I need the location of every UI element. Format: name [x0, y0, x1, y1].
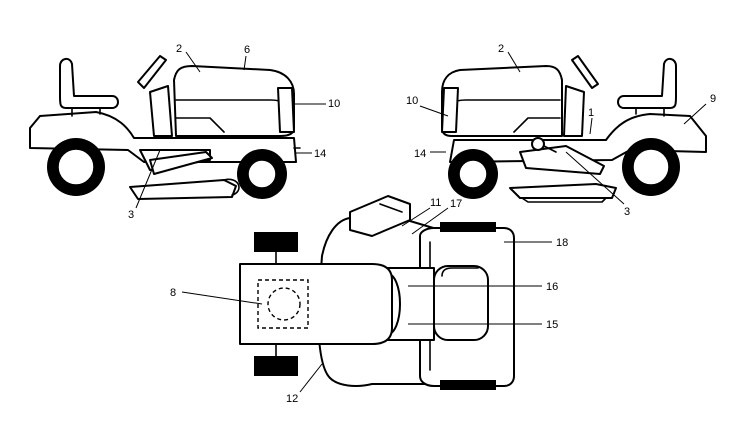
callout-11: 11: [430, 197, 441, 209]
callout-9-right: 9: [710, 93, 716, 105]
steering-column: [149, 85, 173, 137]
mower-deck: [509, 183, 617, 199]
callout-14-right: 14: [414, 148, 426, 160]
callout-8: 8: [170, 287, 176, 299]
hood-top: [239, 263, 393, 345]
seat: [617, 58, 677, 109]
callout-2-right: 2: [498, 43, 504, 55]
tractor-left-side-view: 2 6 10 14 3: [29, 43, 340, 221]
callout-10-right: 10: [406, 95, 418, 107]
callout-15: 15: [546, 319, 558, 331]
callout-2-left: 2: [176, 43, 182, 55]
callout-3-right: 3: [624, 206, 630, 218]
callout-3-left: 3: [128, 209, 134, 221]
callout-6-left: 6: [244, 44, 250, 56]
callout-18: 18: [556, 237, 568, 249]
mower-deck: [129, 179, 237, 200]
callout-12: 12: [286, 393, 298, 405]
callout-17: 17: [450, 198, 462, 210]
steering-wheel-top: [349, 195, 411, 237]
front-right-wheel: [254, 356, 298, 376]
grill-panel: [277, 87, 295, 133]
rear-fender: [29, 111, 297, 163]
seat: [59, 58, 119, 109]
pedal-knob: [531, 137, 545, 151]
steering-column: [563, 85, 585, 137]
rear-right-wheel: [440, 380, 496, 390]
callout-1-right: 1: [588, 107, 594, 119]
grill-panel: [441, 87, 459, 133]
steering-wheel: [571, 55, 599, 89]
tractor-right-side-view: 2 1 9 10 14 3: [406, 43, 716, 218]
callout-16: 16: [546, 281, 558, 293]
engine-outline: [257, 279, 309, 329]
steering-wheel: [137, 55, 167, 89]
rear-left-wheel: [440, 222, 496, 232]
callout-14-left: 14: [314, 148, 326, 160]
seat-cushion: [433, 265, 489, 341]
tractor-top-view: 11 17 18 8 16 15 12: [170, 195, 568, 405]
callout-10-left: 10: [328, 98, 340, 110]
front-left-wheel: [254, 232, 298, 252]
